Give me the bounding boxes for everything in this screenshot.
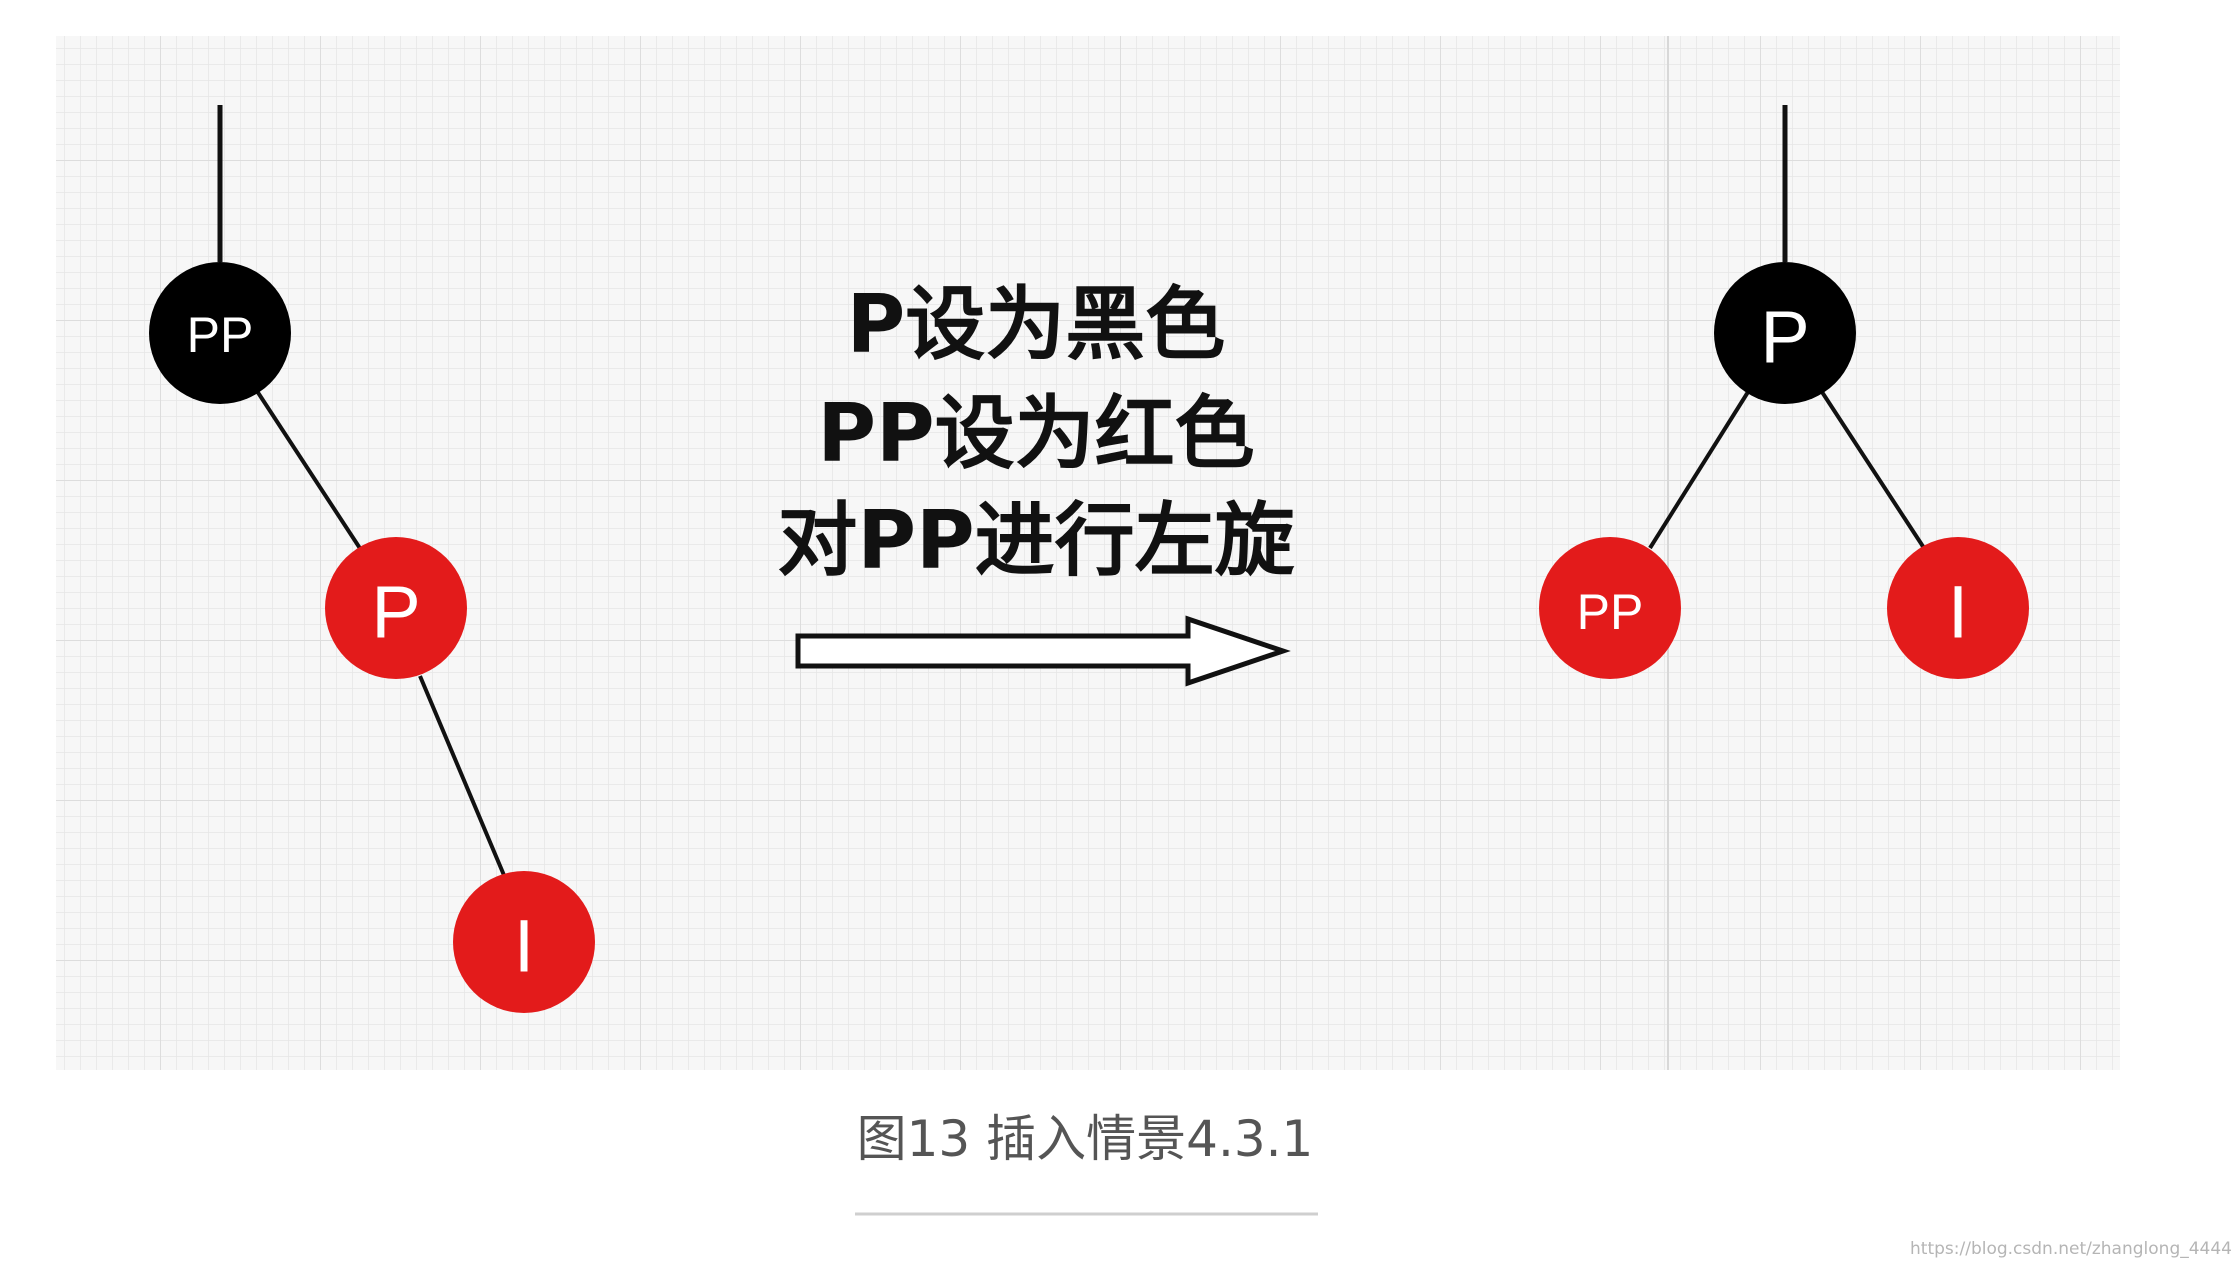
left-node-p: P: [325, 537, 467, 679]
left-node-i-circle: [453, 871, 595, 1013]
source-watermark: https://blog.csdn.net/zhanglong_4444: [1910, 1239, 2232, 1259]
right-edge-p-i: [1820, 390, 1926, 550]
left-node-i-label: I: [514, 905, 535, 988]
figure-caption: 图13 插入情景4.3.1: [857, 1110, 1314, 1168]
right-node-pp-circle: [1539, 537, 1681, 679]
operation-text: P设为黑色 PP设为红色 对PP进行左旋: [777, 278, 1294, 587]
right-tree: P PP I: [1539, 105, 2029, 679]
left-node-pp-circle: [149, 262, 291, 404]
right-node-pp: PP: [1539, 537, 1681, 679]
left-node-i: I: [453, 871, 595, 1013]
right-node-i-label: I: [1948, 571, 1969, 654]
left-node-pp: PP: [149, 262, 291, 404]
left-node-pp-label: PP: [187, 307, 254, 363]
right-edge-p-pp: [1648, 390, 1750, 550]
operation-line-1: P设为黑色: [847, 278, 1226, 371]
left-edge-pp-p: [253, 386, 367, 558]
right-node-i-circle: [1887, 537, 2029, 679]
operation-line-3: 对PP进行左旋: [777, 494, 1294, 587]
transform-arrow-icon: [795, 615, 1291, 687]
left-tree: PP P I: [149, 105, 595, 1013]
right-node-i: I: [1887, 537, 2029, 679]
left-node-p-label: P: [371, 571, 420, 654]
right-node-pp-label: PP: [1577, 584, 1644, 640]
right-node-p: P: [1714, 262, 1856, 404]
right-node-p-circle: [1714, 262, 1856, 404]
right-node-p-label: P: [1760, 296, 1809, 379]
left-edge-p-i: [418, 675, 508, 881]
operation-line-2: PP设为红色: [817, 387, 1254, 480]
left-node-p-circle: [325, 537, 467, 679]
